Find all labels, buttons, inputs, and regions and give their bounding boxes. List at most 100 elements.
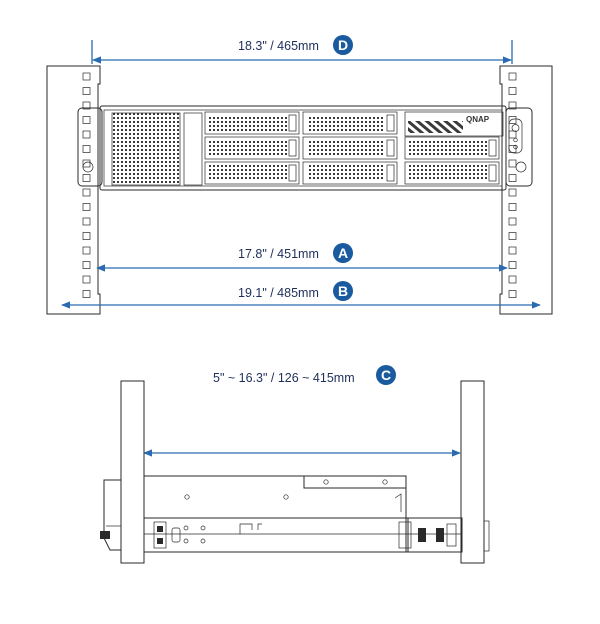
drive-tray — [302, 136, 398, 160]
rail-latch — [153, 521, 167, 549]
rack-hole-icon — [82, 188, 91, 197]
rear-bracket — [446, 523, 457, 547]
dimension-badge-a — [333, 243, 353, 263]
rack-post-left — [46, 65, 101, 315]
rail-hole-icon — [200, 525, 206, 531]
side-chassis — [143, 475, 407, 519]
screw-icon — [184, 494, 190, 500]
rack-holes-left — [82, 72, 91, 298]
rack-ear-left — [77, 107, 103, 187]
rack-hole-icon — [82, 145, 91, 153]
rack-hole-icon — [508, 87, 517, 95]
rail-hole-icon — [200, 538, 206, 544]
drive-tray-vent — [307, 140, 385, 156]
drive-tray — [302, 111, 398, 135]
latch-screw-icon — [157, 526, 163, 532]
nas-chassis: QNAP — [77, 105, 533, 191]
rack-post-right — [499, 65, 553, 315]
rack-hole-icon — [82, 217, 91, 226]
status-led-icon — [513, 144, 518, 150]
drive-tray — [204, 161, 300, 185]
rack-hole-icon — [508, 203, 517, 211]
side-view: 5" ~ 16.3" / 126 ~ 415mm C — [100, 365, 490, 564]
rack-hole-icon — [82, 87, 91, 95]
rack-hole-icon — [82, 174, 91, 182]
rack-hole-icon — [508, 116, 517, 124]
chassis-detail — [394, 493, 402, 512]
chassis-bezel — [103, 109, 503, 187]
drive-tray-latch — [288, 114, 297, 132]
rack-hole-icon — [82, 275, 91, 284]
side-chassis-body — [143, 475, 407, 519]
rear-latch-icon — [418, 528, 426, 542]
rack-hole-icon — [82, 261, 91, 269]
rack-hole-icon — [508, 72, 517, 81]
drive-tray — [404, 136, 500, 160]
drive-tray-vent — [409, 165, 487, 181]
chassis-body — [99, 105, 507, 191]
drive-tray-latch — [488, 139, 497, 157]
drive-tray-frame — [302, 161, 398, 185]
front-panel-strip — [183, 112, 203, 186]
rack-hole-icon — [82, 130, 91, 139]
dimension-c: 5" ~ 16.3" / 126 ~ 415mm C — [143, 365, 461, 457]
rack-hole-icon — [82, 116, 91, 124]
rack-hole-icon — [508, 217, 517, 226]
rack-hole-icon — [508, 261, 517, 269]
side-front-ear — [100, 479, 121, 551]
rack-hole-icon — [508, 159, 517, 168]
rail-hole-icon — [183, 538, 189, 544]
drive-trays — [204, 111, 500, 185]
latch-screw-icon — [157, 538, 163, 544]
control-panel: QNAP — [404, 111, 523, 154]
screw-icon — [323, 479, 329, 485]
rack-hole-icon — [82, 159, 91, 168]
outer-rail — [405, 517, 463, 553]
rack-hole-icon — [82, 101, 91, 110]
dimension-d: 18.3" / 465mm D — [91, 35, 513, 64]
dimension-badge-c — [376, 365, 396, 385]
rack-hole-icon — [82, 290, 91, 298]
badge-letter-d: D — [338, 37, 348, 53]
drive-tray — [204, 136, 300, 160]
drive-tray-frame — [204, 136, 300, 160]
badge-letter-a: A — [338, 245, 348, 261]
power-button-icon — [511, 124, 520, 132]
badge-letter-c: C — [381, 367, 391, 383]
drive-tray-vent — [409, 140, 487, 156]
rack-hole-icon — [508, 188, 517, 197]
drive-tray-latch — [386, 114, 395, 132]
drive-tray — [204, 111, 300, 135]
drive-tray-frame — [404, 136, 500, 160]
side-rack-post-front — [120, 380, 145, 564]
brand-panel-vent — [408, 121, 463, 133]
drive-tray-latch — [288, 164, 297, 182]
brand-panel — [404, 111, 504, 137]
drive-tray — [404, 161, 500, 185]
dimension-badge-d — [333, 35, 353, 55]
rack-hole-icon — [82, 72, 91, 81]
rail-slot-icon — [239, 523, 262, 534]
power-button-housing — [508, 118, 523, 154]
dimension-a: 17.8" / 451mm A — [96, 243, 508, 272]
ear-screw-icon — [515, 161, 527, 173]
dimension-label-c: 5" ~ 16.3" / 126 ~ 415mm — [213, 371, 355, 385]
rail-stop — [398, 521, 412, 549]
rear-latch-icon — [436, 528, 444, 542]
rack-hole-icon — [508, 130, 517, 139]
drive-tray-frame — [302, 136, 398, 160]
screw-icon — [382, 479, 388, 485]
front-view: QNAP 18.3" / 465mm D 17.8" / 451mm A — [46, 35, 553, 315]
rack-hole-icon — [508, 290, 517, 298]
inner-rail — [143, 517, 409, 553]
drive-tray-latch — [386, 139, 395, 157]
drive-tray-frame — [204, 111, 300, 135]
drive-tray-latch — [386, 164, 395, 182]
rack-holes-right — [508, 72, 517, 298]
dimension-label-a: 17.8" / 451mm — [238, 247, 319, 261]
rack-hole-icon — [508, 275, 517, 284]
side-chassis-bracket — [303, 475, 407, 489]
drive-tray — [302, 161, 398, 185]
drive-tray-latch — [288, 139, 297, 157]
